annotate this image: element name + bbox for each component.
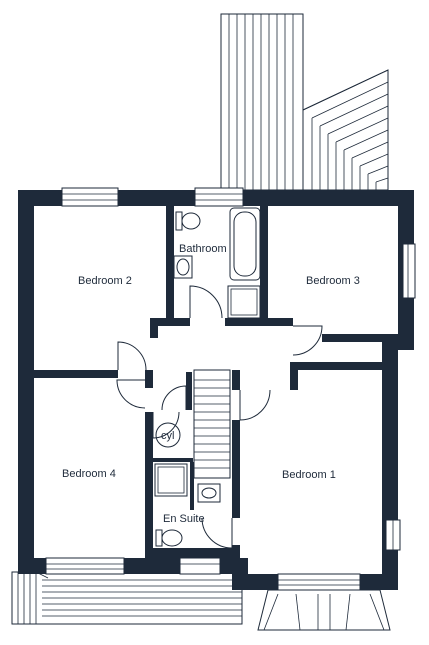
bathroom-basin <box>173 255 193 279</box>
bay-window <box>257 589 391 631</box>
room-label-bedroom-2: Bedroom 2 <box>78 275 132 287</box>
windows <box>45 187 416 591</box>
shower-tray <box>227 285 261 319</box>
room-label-bedroom-1: Bedroom 1 <box>282 469 336 481</box>
staircase <box>193 369 231 479</box>
roof-bottom-left <box>11 571 243 625</box>
en-suite-toilet <box>155 529 183 547</box>
room-label-bedroom-3: Bedroom 3 <box>306 275 360 287</box>
room-label-bathroom: Bathroom <box>179 243 227 255</box>
internal-walls <box>34 206 386 558</box>
bathroom-toilet <box>175 211 201 231</box>
cylinder-tank <box>155 422 181 448</box>
en-suite-shower <box>154 463 188 497</box>
room-label-bedroom-4: Bedroom 4 <box>62 468 116 480</box>
room-label-cylinder: cyl <box>161 430 174 442</box>
bath-tub <box>229 207 261 281</box>
en-suite-basin <box>197 483 221 503</box>
doors <box>116 285 323 549</box>
room-label-en-suite: En Suite <box>163 513 205 525</box>
roof-top-right <box>220 13 389 191</box>
